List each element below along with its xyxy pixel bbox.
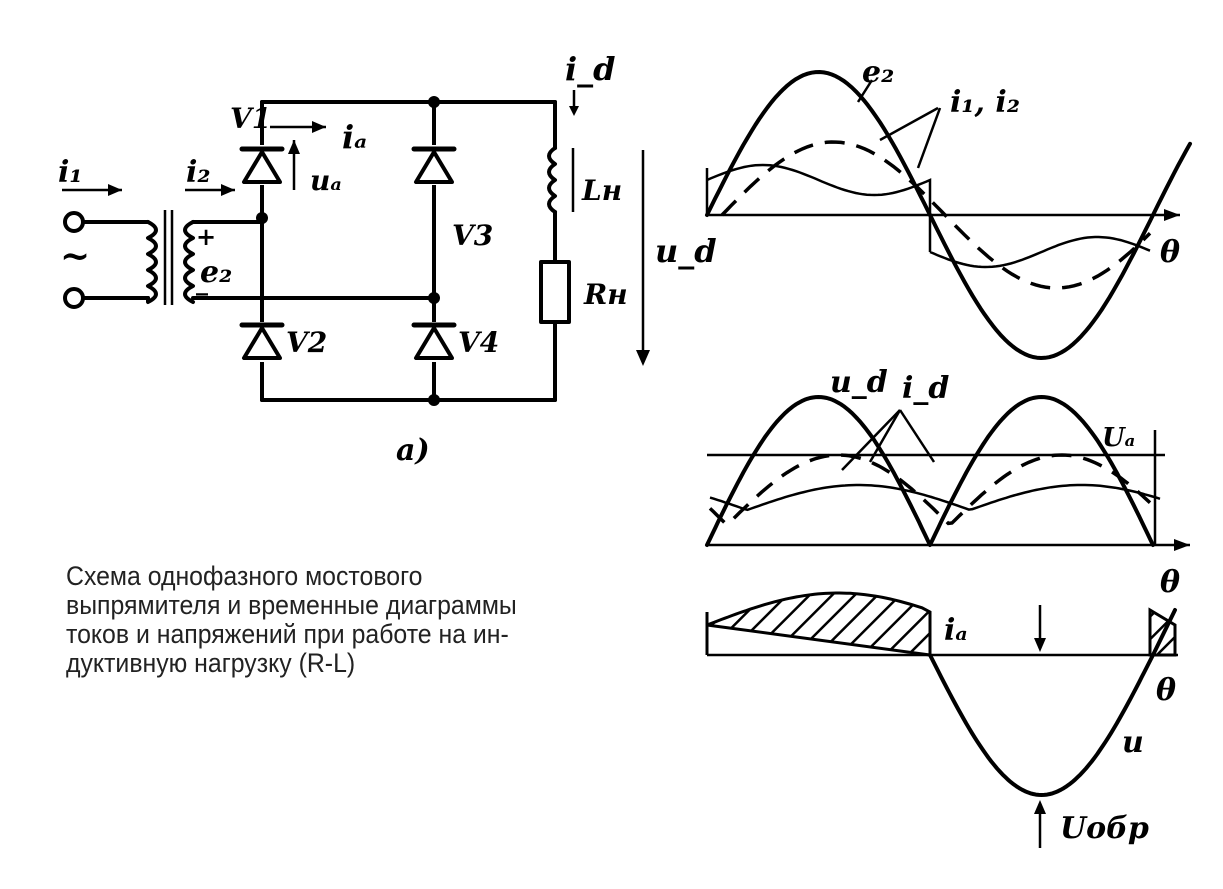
caption-line-4: дуктивную нагрузку (R-L) [66,648,356,678]
inductor-coil [547,146,557,214]
caption-line-1: Схема однофазного мостового [66,561,423,591]
diode-v4 [411,322,457,362]
curve-ud [705,395,1155,547]
label-ud: u_d [655,232,717,270]
graph-ud-id: u_d i_d Uₐ θ [705,365,1190,600]
region-ia [705,591,932,657]
curve-i1i2-dashed [720,140,1152,290]
label-rn: Rн [583,278,628,311]
label-g2-theta: θ [1160,565,1180,600]
figure-caption: Схема однофазного мостового выпрямителя … [66,562,618,678]
node-dot [428,394,440,406]
curve-e2 [705,70,1192,360]
label-g3-ia: iₐ [944,613,968,648]
label-g1-e2: e₂ [862,55,894,90]
label-v2: V2 [286,326,327,359]
node-dot [428,96,440,108]
curve-i1i2 [706,163,1151,269]
label-ua: uₐ [310,164,342,197]
label-g3-theta: θ [1156,673,1176,708]
diode-v2 [239,322,285,362]
label-g1-i1i2: i₁, i₂ [950,85,1020,120]
label-ia: iₐ [342,118,367,156]
bridge-circuit: i₁ i₂ iₐ uₐ i_d u_d e₂ + _ ~ V1 V2 V3 V4… [58,50,717,468]
diode-v1 [239,145,285,185]
caption-line-3: токов и напряжений при работе на ин- [66,619,509,649]
label-i2: i₂ [186,155,211,190]
secondary-winding [183,220,195,304]
label-ln: Lн [581,174,622,207]
graph-ia-u: iₐ u Uобр θ [705,591,1178,848]
diode-v3 [411,145,457,185]
source-terminal-bottom [63,287,85,309]
primary-winding [146,220,158,304]
label-e2: e₂ [200,255,232,290]
label-g2-id: i_d [902,371,949,406]
caption-line-2: выпрямителя и временные диаграммы [66,590,517,620]
label-g3-uobr: Uобр [1060,811,1149,846]
curve-id [709,483,1161,512]
label-g2-ud: u_d [830,365,888,400]
label-g3-u: u [1122,725,1144,760]
graph-e2-currents: e₂ i₁, i₂ θ [705,55,1192,360]
resistor [539,260,571,324]
current-arrows [62,90,650,366]
figure-label: а) [396,433,430,468]
curve-u [928,608,1177,797]
label-v1: V1 [230,102,271,135]
node-dot [256,212,268,224]
label-minus: _ [196,267,208,296]
node-dot [428,292,440,304]
source-terminal-top [63,211,85,233]
label-plus: + [196,222,216,251]
label-v3: V3 [452,219,493,252]
label-id: i_d [565,50,616,88]
label-tilde: ~ [60,235,90,277]
label-v4: V4 [458,326,499,359]
label-g2-ua: Uₐ [1102,423,1135,453]
curve-id-dashed [708,453,1152,526]
label-g1-theta: θ [1160,235,1180,270]
label-i1: i₁ [58,155,83,190]
